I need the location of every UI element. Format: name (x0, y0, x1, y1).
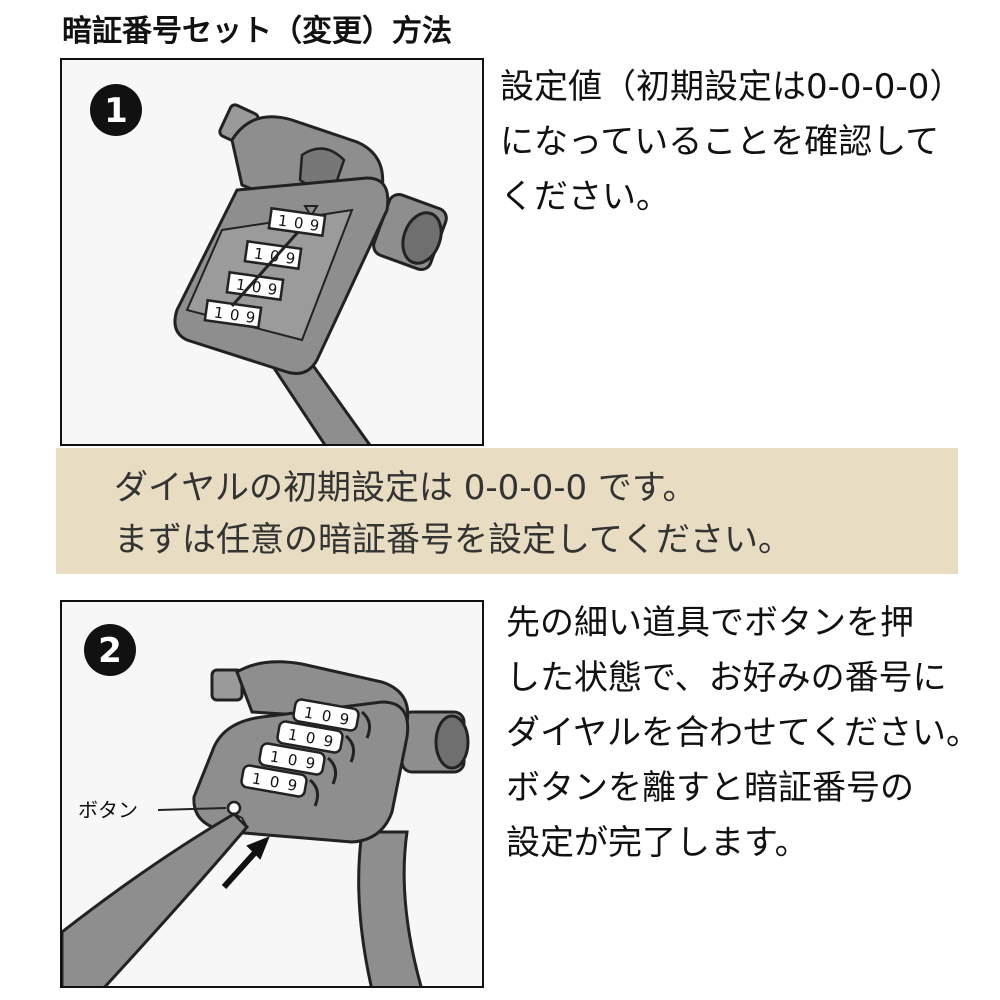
svg-text:9: 9 (322, 732, 335, 751)
dial-row-2: 1 0 9 (276, 720, 344, 754)
svg-text:1: 1 (213, 303, 225, 322)
svg-text:9: 9 (308, 216, 320, 235)
notice-banner: ダイヤルの初期設定は 0-0-0-0 です。 まずは任意の暗証番号を設定してくだ… (56, 448, 958, 574)
step-number-circle (90, 84, 142, 136)
cable (357, 830, 423, 986)
notice-line: まずは任意の暗証番号を設定してください。 (114, 520, 792, 560)
svg-text:9: 9 (266, 280, 278, 299)
step-number: 2 (98, 631, 122, 671)
button-leader-line (157, 807, 227, 811)
marker-arrow-icon (303, 205, 319, 218)
dial-row-1: 1 0 9 (292, 698, 360, 732)
dial-row-4: 1 0 9 (240, 764, 308, 798)
svg-text:1: 1 (235, 275, 247, 294)
step1-instructions: 設定値（初期設定は0-0-0-0） になっていることを確認してください。 (500, 60, 963, 225)
dial-row-1: 1 0 9 (267, 206, 327, 238)
pen-tool (62, 812, 250, 986)
rotate-arrow-icon (344, 734, 356, 763)
svg-text:1: 1 (253, 244, 265, 263)
svg-text:1: 1 (287, 725, 300, 744)
step1-line: ください。 (500, 177, 670, 217)
step2-line: 先の細い道具でボタンを押 (506, 603, 914, 643)
svg-text:1: 1 (303, 703, 316, 722)
svg-text:0: 0 (229, 306, 241, 325)
svg-text:9: 9 (284, 249, 296, 268)
step2-line: 設定が完了します。 (506, 823, 809, 863)
svg-text:0: 0 (286, 750, 299, 769)
button-label: ボタン (78, 798, 138, 822)
step2-line: した状態で、お好みの番号に (506, 658, 947, 698)
reset-button-icon (226, 800, 242, 816)
svg-text:1: 1 (251, 769, 264, 788)
svg-text:0: 0 (251, 278, 263, 297)
svg-text:1: 1 (277, 211, 289, 230)
notice-line: ダイヤルの初期設定は 0-0-0-0 です。 (114, 468, 697, 508)
step2-instructions: 先の細い道具でボタンを押した状態で、お好みの番号にダイヤルを合わせてください。ボ… (506, 596, 980, 871)
push-arrow-icon (221, 844, 263, 890)
svg-text:9: 9 (244, 308, 256, 327)
svg-text:0: 0 (293, 214, 305, 233)
svg-text:9: 9 (304, 754, 317, 773)
lock-illustration-2: 2 1 0 9 1 0 9 (62, 624, 470, 986)
svg-text:0: 0 (268, 772, 281, 791)
step1-line: 設定値（初期設定は0-0-0-0） (500, 67, 964, 107)
step-number-circle (84, 624, 136, 676)
step2-line: ダイヤルを合わせてください。 (506, 713, 980, 753)
step-number: 1 (104, 91, 128, 131)
svg-text:9: 9 (286, 776, 299, 795)
step1-illustration: 1 1 0 9 1 (60, 58, 484, 446)
step1-line: になっていることを確認して (500, 122, 940, 162)
rotate-arrow-icon (360, 710, 372, 739)
lock-illustration-1: 1 1 0 9 1 (90, 84, 448, 444)
svg-text:1: 1 (269, 747, 282, 766)
svg-text:9: 9 (338, 710, 351, 729)
step2-line: ボタンを離すと暗証番号の (506, 768, 914, 808)
dial-row-3: 1 0 9 (225, 270, 285, 302)
svg-text:0: 0 (304, 728, 317, 747)
page-title: 暗証番号セット（変更）方法 (62, 14, 452, 49)
rotate-arrow-icon (308, 778, 320, 807)
svg-text:0: 0 (320, 706, 333, 725)
step2-illustration: 2 1 0 9 1 0 9 (60, 600, 484, 988)
rotate-arrow-icon (326, 756, 338, 785)
dial-row-3: 1 0 9 (258, 742, 326, 776)
